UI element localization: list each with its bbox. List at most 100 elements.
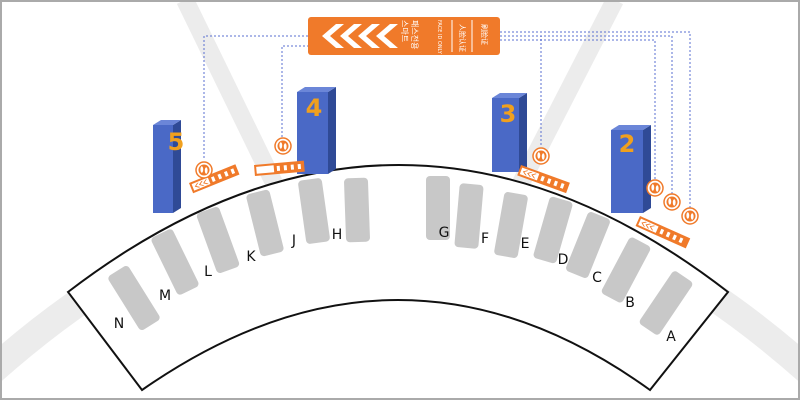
counter-g — [426, 176, 450, 240]
counter-label-d: D — [558, 252, 569, 268]
floor-mat-tick — [297, 163, 302, 170]
pillar-number: 2 — [619, 130, 636, 158]
pillar-front — [297, 92, 328, 174]
floor-mat-tick — [672, 234, 677, 241]
pillar-top — [153, 120, 181, 125]
floor-mat-tick — [210, 176, 216, 182]
chevron-left-icon — [358, 24, 380, 48]
floor-mat — [254, 160, 305, 176]
footprints-icon — [195, 161, 213, 179]
chevron-left-icon — [527, 171, 533, 178]
sign-chevrons — [322, 24, 398, 48]
floor-mat-tick — [276, 165, 281, 172]
floor-mat-tick — [223, 170, 229, 177]
footprints-icon — [681, 207, 699, 225]
connector-line — [500, 35, 673, 196]
counter-label-e: E — [521, 236, 530, 252]
counter-label-b: B — [625, 295, 635, 311]
floor-mat-tick — [540, 175, 545, 182]
pillar-side — [643, 125, 651, 213]
counter-l — [196, 206, 240, 274]
chevron-left-icon — [322, 24, 344, 48]
counter-label-c: C — [592, 270, 602, 286]
footprints-icon — [663, 193, 681, 211]
counter-a — [639, 271, 693, 335]
sign-main-line-1: 스마트 — [400, 20, 409, 42]
counter-label-h: H — [332, 227, 343, 243]
floor-mat-tick — [546, 178, 552, 184]
floor-mats — [189, 137, 699, 249]
counter-d — [533, 196, 573, 264]
footprints-icon — [646, 179, 664, 197]
connector-lines — [203, 31, 691, 210]
counter-j — [298, 178, 330, 244]
counter-b — [601, 237, 651, 303]
counter-label-j: J — [291, 233, 296, 249]
footprints-icon — [274, 137, 292, 155]
chevron-left-icon — [649, 225, 656, 231]
chevron-left-icon — [522, 170, 529, 176]
pillar-3: 3 — [492, 93, 527, 172]
pillar-side — [519, 93, 527, 172]
counter-label-f: F — [481, 231, 489, 247]
floor-mat-tick — [678, 237, 684, 244]
pillar-2: 2 — [611, 125, 651, 213]
counter-c — [566, 212, 610, 278]
background-line-left — [176, 0, 284, 189]
sign-face-only: FACE ID ONLY — [436, 20, 442, 55]
floor-mat-panel — [256, 165, 275, 174]
floor-mat — [189, 164, 240, 194]
pillar-number: 3 — [500, 100, 517, 128]
counter-label-g: G — [439, 225, 450, 241]
counter-k — [246, 189, 284, 257]
connector-line — [500, 31, 691, 210]
pillar-number: 4 — [306, 94, 323, 122]
floor-mat-panel — [638, 218, 659, 233]
pillar-front — [611, 130, 643, 213]
pillar-5: 5 — [153, 120, 184, 213]
pillars: 5 4 3 2 — [153, 87, 651, 213]
counter-label-l: L — [204, 264, 212, 280]
pillar-number: 5 — [168, 128, 185, 156]
counter-label-k: K — [246, 249, 256, 265]
sign-cn-1: 人脸认证 — [458, 24, 467, 52]
floor-mat — [517, 164, 570, 194]
counter-n — [108, 266, 160, 330]
pillar-side — [328, 87, 336, 174]
sign-main-line-2: 패스전용 — [410, 20, 420, 49]
pillar-front — [492, 98, 519, 172]
counter-h — [344, 177, 370, 243]
chevron-left-icon — [641, 221, 648, 227]
chevron-left-icon — [203, 179, 209, 185]
chevron-left-icon — [376, 24, 398, 48]
chevron-left-icon — [531, 173, 537, 179]
pillar-top — [492, 93, 527, 98]
chevron-left-icon — [340, 24, 362, 48]
floor-mat-tick — [553, 180, 558, 187]
pillar-side — [173, 120, 181, 213]
footprints-icon — [532, 147, 550, 165]
floor-mat — [635, 216, 691, 249]
counter-f — [454, 183, 484, 249]
counter-e — [494, 192, 528, 258]
sign-cn-2: 刷脸证 — [480, 24, 489, 45]
pillar-top — [611, 125, 651, 130]
pillar-4: 4 — [297, 87, 336, 174]
floor-mat-tick — [217, 173, 223, 180]
connector-line — [281, 45, 308, 137]
floor-mat-tick — [290, 164, 295, 170]
counter-label-n: N — [114, 316, 124, 332]
pillar-top — [297, 87, 336, 92]
floor-mat-panel — [519, 167, 540, 181]
chevron-left-icon — [645, 223, 652, 229]
floor-mat-tick — [665, 231, 671, 238]
counter-m — [151, 229, 199, 295]
floor-mat-tick — [659, 228, 665, 235]
connector-line — [203, 35, 308, 158]
floor-mat-tick — [283, 165, 288, 171]
